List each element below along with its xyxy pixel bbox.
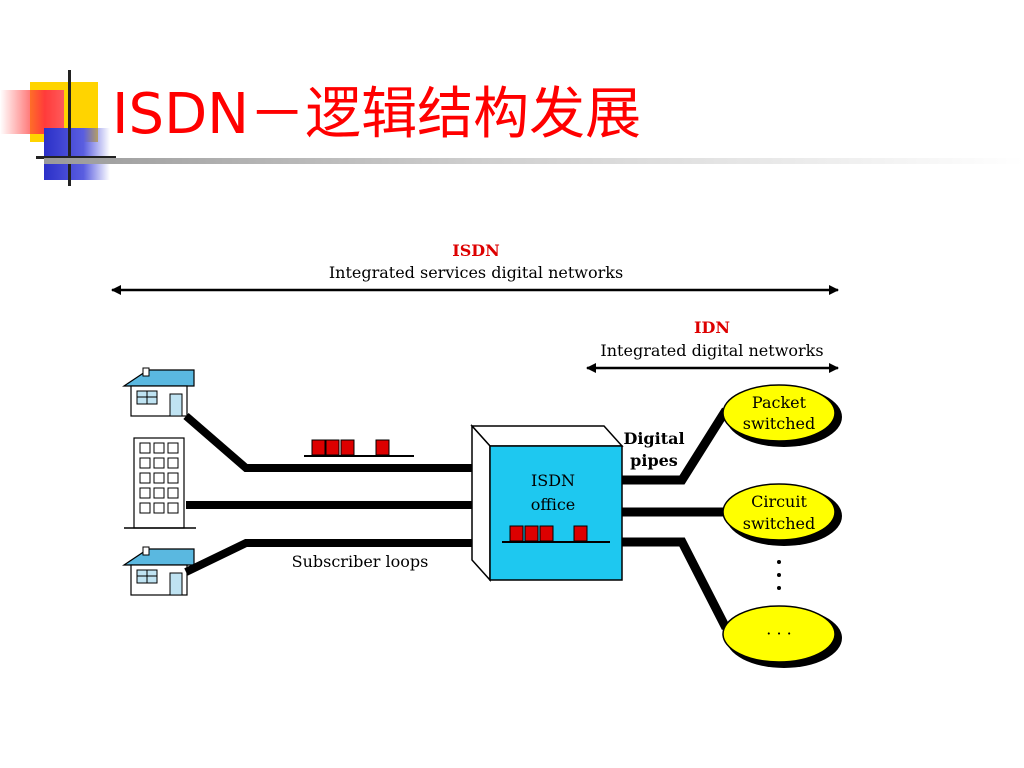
isdn-office-label-line1: ISDN: [531, 471, 575, 490]
slide-title: ISDN－逻辑结构发展: [112, 82, 642, 147]
house-bottom-icon: [122, 546, 195, 596]
digital-pipe-bottom: [622, 537, 731, 631]
digital-pipes-label-line1: Digital: [623, 429, 684, 448]
packet-switched-label-line2: switched: [743, 414, 815, 433]
house-top-icon: [122, 367, 195, 417]
subscriber-loop-bottom: [184, 539, 480, 576]
subscriber-loops-label: Subscriber loops: [292, 552, 429, 571]
deco-vertical-line: [68, 70, 71, 186]
packet-switched-network: [722, 384, 842, 447]
digital-pipes-label-line2: pipes: [630, 451, 678, 470]
isdn-description: Integrated services digital networks: [329, 263, 623, 282]
circuit-switched-label-line2: switched: [743, 514, 815, 533]
packet-train-loop: [304, 439, 414, 457]
isdn-label: ISDN: [452, 241, 500, 260]
packet-train-office: [502, 525, 610, 543]
deco-blue-square: [44, 128, 110, 180]
circuit-switched-label-line1: Circuit: [751, 492, 807, 511]
deco-red-bar: [0, 90, 64, 134]
packet-switched-label-line1: Packet: [752, 393, 807, 412]
ellipsis-dots: [777, 560, 781, 590]
building-icon: [124, 437, 196, 529]
isdn-office-box: [470, 424, 624, 582]
title-underline: [44, 158, 1024, 164]
other-network: [722, 605, 842, 668]
subscriber-loop-top: [183, 412, 480, 472]
other-network-label: · · ·: [766, 624, 791, 643]
digital-pipe-top: [622, 407, 730, 485]
idn-label: IDN: [694, 318, 730, 337]
idn-description: Integrated digital networks: [600, 341, 823, 360]
deco-horizontal-line: [36, 156, 116, 159]
circuit-switched-network: [722, 483, 842, 546]
isdn-office-label-line2: office: [531, 495, 576, 514]
